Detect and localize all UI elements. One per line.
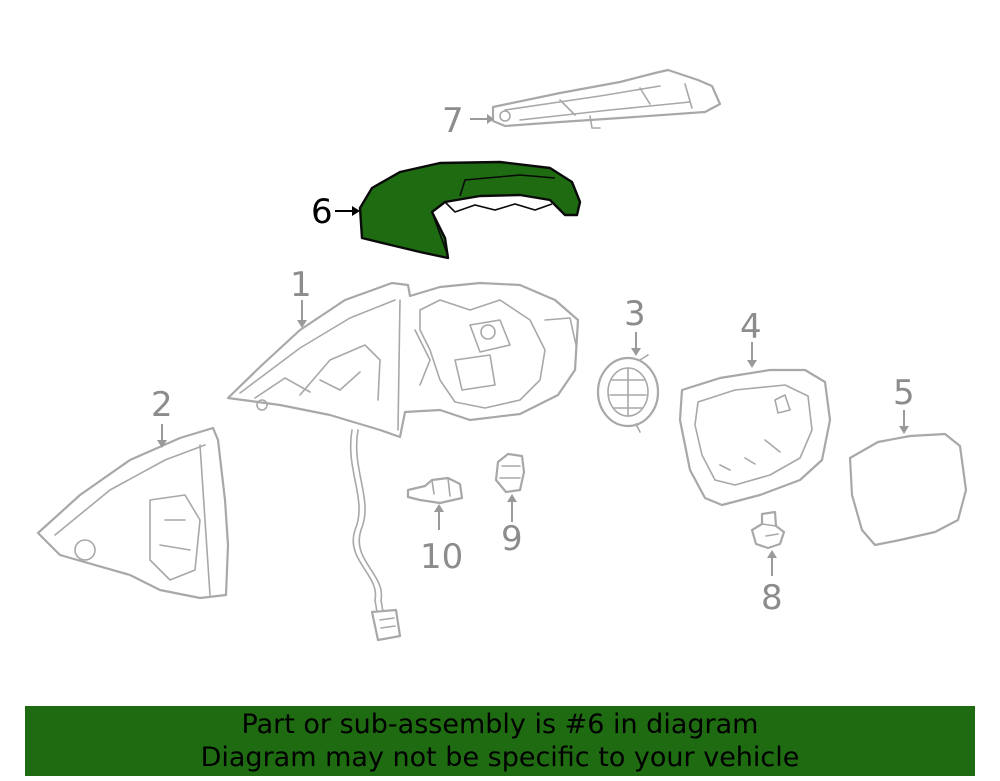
leader-2-arrow: [157, 440, 167, 448]
callout-2[interactable]: 2: [151, 385, 173, 425]
leader-9-arrow: [507, 494, 517, 502]
callout-1[interactable]: 1: [290, 265, 312, 305]
part-2-mirror-base[interactable]: [36, 426, 230, 600]
callout-5[interactable]: 5: [893, 373, 915, 413]
leader-6-arrow: [352, 206, 360, 216]
callout-10[interactable]: 10: [420, 537, 463, 577]
info-banner: Part or sub-assembly is #6 in diagram Di…: [25, 706, 975, 776]
banner-line-1: Part or sub-assembly is #6 in diagram: [241, 709, 759, 740]
wiring-harness: [349, 429, 402, 642]
callout-9[interactable]: 9: [501, 519, 523, 559]
part-10-bracket[interactable]: [406, 476, 464, 505]
part-4-glass-holder[interactable]: [678, 368, 832, 507]
leader-7-arrow: [487, 114, 494, 124]
part-1-mirror-assembly[interactable]: [226, 281, 580, 439]
part-6-mirror-cover[interactable]: [358, 160, 582, 260]
callout-7[interactable]: 7: [442, 101, 464, 141]
callout-4[interactable]: 4: [740, 307, 762, 347]
callout-8[interactable]: 8: [761, 578, 783, 618]
callout-6[interactable]: 6: [311, 192, 333, 232]
leader-5-arrow: [899, 426, 909, 434]
leader-8-arrow: [767, 550, 777, 558]
leader-4-arrow: [747, 360, 757, 368]
part-5-mirror-glass[interactable]: [848, 432, 968, 547]
leader-10-arrow: [434, 504, 444, 512]
part-8-clip[interactable]: [750, 510, 786, 550]
banner-line-2: Diagram may not be specific to your vehi…: [200, 742, 800, 773]
callout-3[interactable]: 3: [624, 294, 646, 334]
leader-1-arrow: [297, 320, 307, 328]
leader-3-arrow: [631, 348, 641, 356]
part-9-connector[interactable]: [494, 452, 526, 494]
parts-diagram: 7 6 1 2 3: [36, 68, 968, 642]
part-7-turn-signal-strip[interactable]: [491, 68, 722, 129]
part-3-adjuster-motor[interactable]: [596, 354, 660, 433]
